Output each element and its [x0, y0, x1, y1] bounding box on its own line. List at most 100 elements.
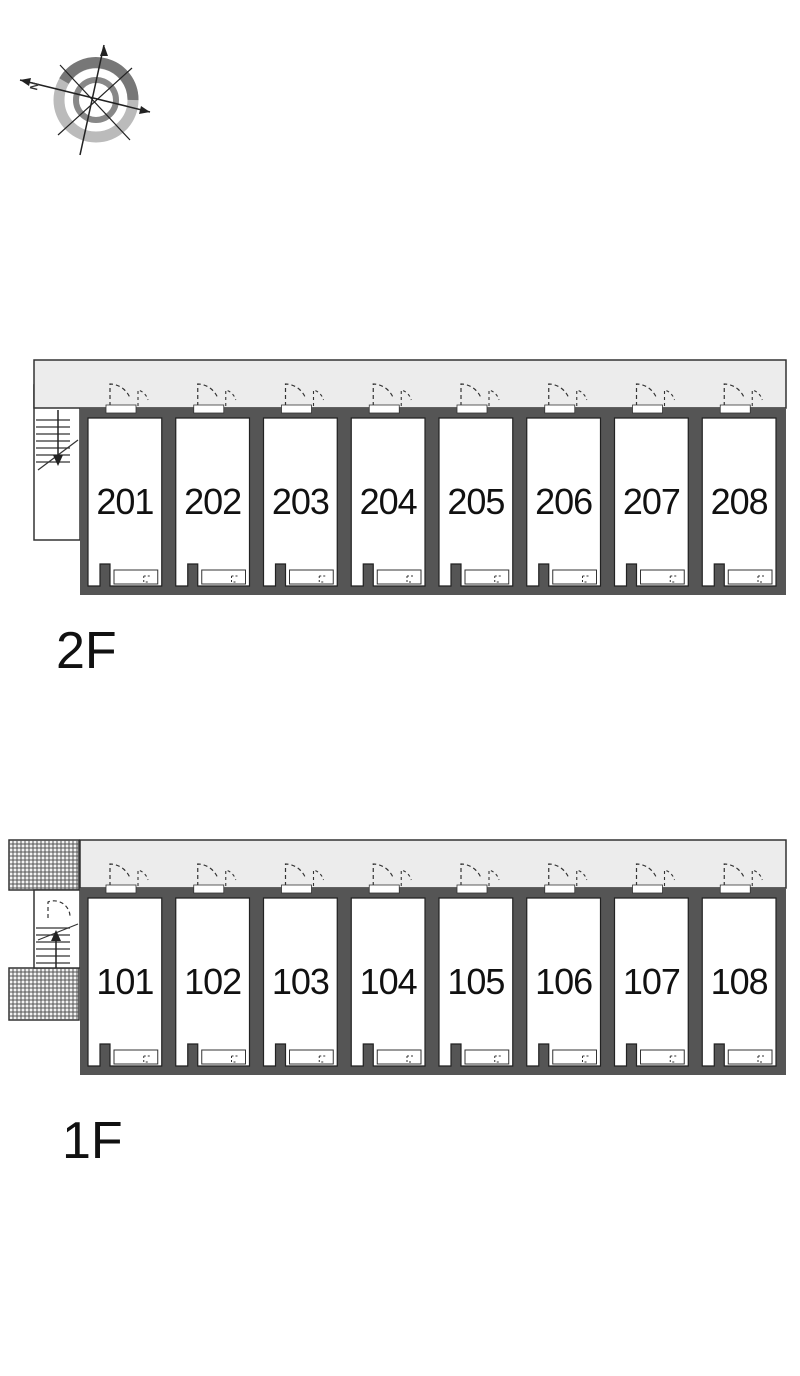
unit-room	[613, 417, 689, 587]
fixture-icon	[582, 1055, 591, 1063]
door-opening	[544, 884, 576, 894]
door-opening	[456, 884, 488, 894]
unit-room	[262, 897, 338, 1067]
fixture-icon	[494, 1055, 503, 1063]
open-corridor	[79, 839, 787, 889]
unit-bath	[289, 1049, 334, 1065]
unit-room	[175, 897, 251, 1067]
unit-number-label: 204	[360, 481, 417, 522]
unit-number-label: 104	[360, 961, 417, 1002]
unit-203[interactable]: 203	[262, 383, 338, 587]
unit-room	[87, 417, 163, 587]
unit-bath	[727, 569, 773, 585]
unit-bath	[113, 569, 159, 585]
fixture-icon	[757, 575, 766, 583]
floor-label-1f: 1F	[62, 1112, 123, 1170]
unit-201[interactable]: 201	[87, 383, 163, 587]
unit-103[interactable]: 103	[262, 863, 338, 1067]
unit-bath	[113, 1049, 159, 1065]
unit-number-label: 108	[711, 961, 768, 1002]
door-opening	[193, 404, 225, 414]
door-swing-icon	[372, 383, 394, 406]
unit-number-label: 102	[184, 961, 241, 1002]
door-swing-icon	[284, 383, 307, 406]
door-swing-icon	[197, 383, 219, 406]
door-swing-icon	[47, 900, 71, 918]
door-opening	[544, 404, 576, 414]
unit-number-label: 101	[96, 961, 153, 1002]
planter-hatched-top	[8, 839, 80, 891]
fixture-icon	[318, 1055, 328, 1063]
unit-105[interactable]: 105	[438, 863, 514, 1067]
door-swing-icon	[635, 383, 658, 406]
unit-bath	[376, 569, 422, 585]
door-swing-icon	[723, 863, 745, 886]
door-opening	[193, 884, 225, 894]
door-swing-icon	[284, 863, 307, 886]
stair-arrow-icon	[51, 930, 61, 968]
unit-room	[526, 417, 602, 587]
unit-room	[350, 417, 426, 587]
unit-room	[438, 897, 514, 1067]
floor-1f-plan: 101 102 103 104 105 106 107 108 1F	[8, 839, 787, 1170]
unit-205[interactable]: 205	[438, 383, 514, 587]
staircase	[36, 923, 79, 964]
unit-206[interactable]: 206	[526, 383, 602, 587]
door-swing-icon	[372, 863, 394, 886]
unit-108[interactable]: 108	[701, 863, 777, 1067]
door-swing-icon	[109, 383, 131, 406]
unit-204[interactable]: 204	[350, 383, 426, 587]
unit-room	[87, 897, 163, 1067]
unit-bath	[376, 1049, 422, 1065]
fixture-icon	[757, 1055, 766, 1063]
unit-number-label: 205	[447, 481, 504, 522]
unit-104[interactable]: 104	[350, 863, 426, 1067]
door-opening	[632, 884, 663, 894]
compass-north-label: N	[28, 81, 42, 92]
unit-207[interactable]: 207	[613, 383, 689, 587]
door-swing-icon	[197, 863, 219, 886]
unit-number-label: 202	[184, 481, 241, 522]
unit-number-label: 208	[711, 481, 768, 522]
door-swing-icon	[548, 383, 570, 406]
fixture-icon	[669, 575, 679, 583]
fixture-icon	[582, 575, 591, 583]
unit-bath	[201, 1049, 246, 1065]
unit-bath	[640, 569, 685, 585]
open-corridor	[33, 359, 787, 409]
compass-rose-icon: N	[19, 44, 151, 156]
unit-number-label: 206	[535, 481, 592, 522]
unit-number-label: 105	[447, 961, 504, 1002]
door-opening	[456, 404, 488, 414]
floor-label-2f: 2F	[56, 622, 117, 680]
unit-number-label: 106	[535, 961, 592, 1002]
unit-room	[701, 417, 777, 587]
fixture-icon	[318, 575, 328, 583]
door-swing-icon	[548, 863, 570, 886]
door-swing-icon	[723, 383, 745, 406]
fixture-icon	[143, 1055, 152, 1063]
unit-bath	[552, 1049, 597, 1065]
unit-bath	[640, 1049, 685, 1065]
unit-101[interactable]: 101	[87, 863, 163, 1067]
unit-number-label: 201	[96, 481, 153, 522]
unit-202[interactable]: 202	[175, 383, 251, 587]
unit-number-label: 107	[623, 961, 680, 1002]
unit-106[interactable]: 106	[526, 863, 602, 1067]
unit-room	[701, 897, 777, 1067]
unit-number-label: 207	[623, 481, 680, 522]
fixture-icon	[406, 1055, 415, 1063]
unit-bath	[289, 569, 334, 585]
door-opening	[719, 404, 751, 414]
door-opening	[105, 884, 137, 894]
unit-room	[438, 417, 514, 587]
door-swing-icon	[460, 383, 482, 406]
door-opening	[632, 404, 663, 414]
unit-208[interactable]: 208	[701, 383, 777, 587]
unit-bath	[464, 1049, 510, 1065]
unit-number-label: 203	[272, 481, 329, 522]
fixture-icon	[669, 1055, 679, 1063]
unit-102[interactable]: 102	[175, 863, 251, 1067]
door-opening	[368, 884, 400, 894]
unit-107[interactable]: 107	[613, 863, 689, 1067]
